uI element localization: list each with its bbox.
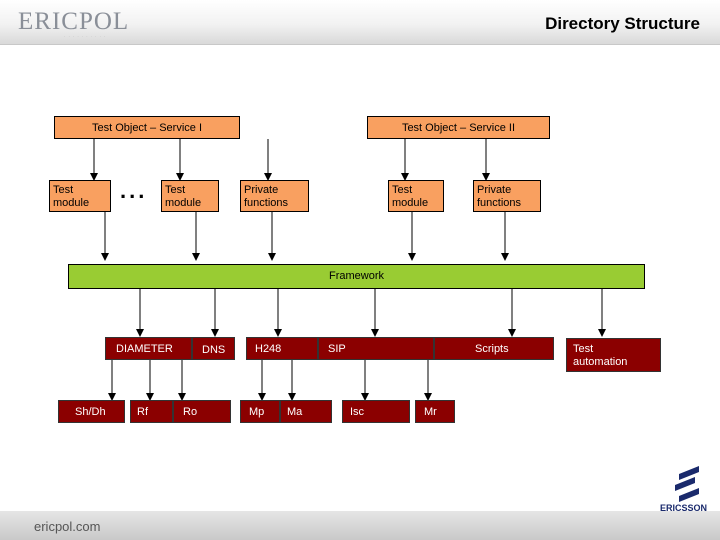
mr-box: Mr: [415, 400, 455, 423]
isc-label: Isc: [350, 406, 365, 418]
dns-label: DNS: [202, 344, 226, 356]
ma-box: Ma: [280, 400, 332, 423]
test-automation-box: Test automation: [566, 338, 661, 372]
rf-box: Rf: [130, 400, 173, 423]
private-functions-box-2: Private functions: [473, 180, 541, 212]
framework-label: Framework: [328, 270, 384, 282]
test-module-label-1: Test module: [53, 184, 90, 209]
ro-label: Ro: [183, 406, 198, 418]
page-title: Directory Structure: [545, 14, 700, 33]
scripts-box: Scripts: [434, 337, 554, 360]
test-automation-label: Test automation: [573, 343, 628, 368]
rf-label: Rf: [137, 406, 148, 418]
diameter-label: DIAMETER: [116, 343, 173, 355]
ericsson-wordmark: ERICSSON: [660, 503, 708, 513]
service-2-label: Test Object – Service II: [401, 122, 516, 134]
ma-label: Ma: [287, 406, 303, 418]
private-functions-label-1: Private functions: [244, 184, 289, 209]
private-functions-box-1: Private functions: [240, 180, 309, 212]
test-module-box-1: Test module: [49, 180, 111, 212]
sip-label: SIP: [328, 343, 346, 355]
slide-header: ERICPOL · · · · · · · · · · Directory St…: [0, 0, 720, 45]
ro-box: Ro: [173, 400, 231, 423]
mp-label: Mp: [249, 406, 265, 418]
test-module-box-3: Test module: [388, 180, 444, 212]
test-module-label-3: Test module: [392, 184, 429, 209]
test-module-box-2: Test module: [161, 180, 219, 212]
framework-bar: Framework: [68, 264, 645, 289]
h248-label: H248: [255, 343, 282, 355]
ericpol-logo: ERICPOL: [18, 8, 130, 35]
ellipsis-mark: ...: [120, 178, 148, 203]
isc-box: Isc: [342, 400, 410, 423]
service-1-label: Test Object – Service I: [91, 122, 203, 134]
slide-footer: ericpol.com: [0, 511, 720, 540]
mp-box: Mp: [240, 400, 280, 423]
logo-tagline-decoration: · · · · · · · · · ·: [64, 34, 107, 39]
test-module-label-2: Test module: [165, 184, 202, 209]
sh-dh-box: Sh/Dh: [58, 400, 125, 423]
sh-dh-label: Sh/Dh: [75, 406, 106, 418]
footer-site: ericpol.com: [34, 519, 101, 534]
private-functions-label-2: Private functions: [477, 184, 522, 209]
dns-box: DNS: [192, 337, 235, 360]
service-2-box: Test Object – Service II: [367, 116, 550, 139]
sip-box: SIP: [318, 337, 434, 360]
scripts-label: Scripts: [475, 343, 509, 355]
h248-box: H248: [246, 337, 318, 360]
mr-label: Mr: [424, 406, 437, 418]
service-1-box: Test Object – Service I: [54, 116, 240, 139]
ericsson-logo-icon: [675, 466, 699, 502]
diameter-box: DIAMETER: [105, 337, 192, 360]
